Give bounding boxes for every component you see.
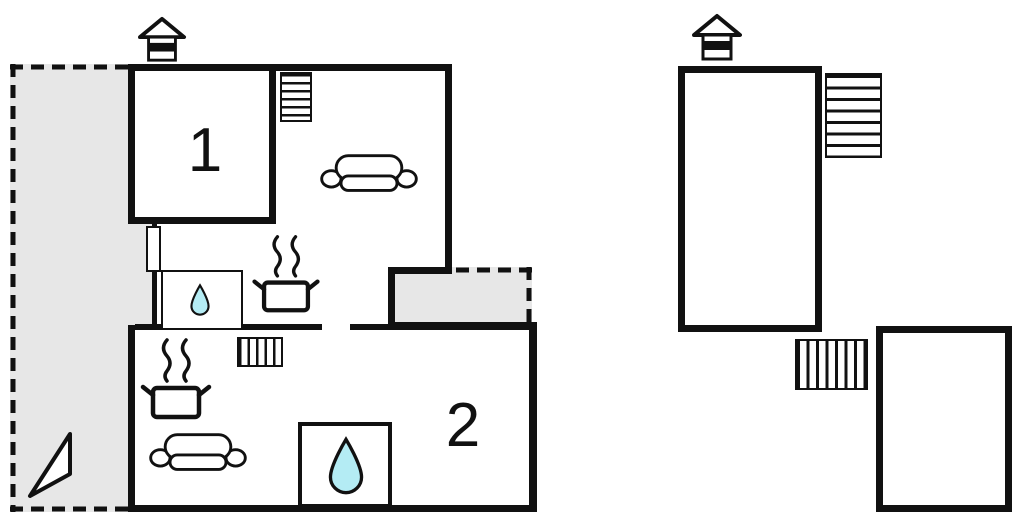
terrace-dashed-border <box>393 267 532 324</box>
room2-label: 2 <box>445 390 481 460</box>
stairs-icon <box>825 73 882 158</box>
shower-cubicle <box>298 422 392 508</box>
chimney-icon <box>137 16 187 64</box>
wall-mid-right <box>388 267 395 324</box>
wall-room2-top <box>388 322 537 330</box>
stairs-icon <box>280 72 312 122</box>
wall-room1-right <box>269 64 276 224</box>
room1-label: 1 <box>187 115 223 185</box>
wall-left-lower <box>128 325 135 512</box>
wall-step <box>388 267 452 274</box>
stove-steam-icon <box>140 335 212 423</box>
wall-right-upper <box>445 64 452 274</box>
chimney-icon <box>692 12 742 64</box>
water-drop-icon <box>326 434 366 498</box>
wall-bottom <box>128 505 537 512</box>
wall-left-upper <box>128 64 135 224</box>
upper-floor-room-small <box>876 326 1012 512</box>
terrace-dashed-border <box>10 64 128 512</box>
terrace-area-right <box>393 267 532 324</box>
stove-steam-icon <box>250 233 322 315</box>
sink-cabinet <box>161 270 243 330</box>
upper-floor-room-large <box>678 66 822 332</box>
wall-top <box>128 64 452 71</box>
sofa-icon <box>146 426 250 482</box>
north-arrow-icon <box>24 430 76 502</box>
radiator-icon <box>795 339 868 390</box>
radiator-icon <box>237 337 283 367</box>
sofa-icon <box>320 147 418 203</box>
door-icon <box>146 226 161 272</box>
wall-room2-right <box>529 322 537 512</box>
water-drop-icon <box>189 283 211 317</box>
wall-interior-2 <box>350 324 388 330</box>
wall-room1-bottom <box>128 217 276 224</box>
wall-mid-left-thin <box>152 224 157 330</box>
